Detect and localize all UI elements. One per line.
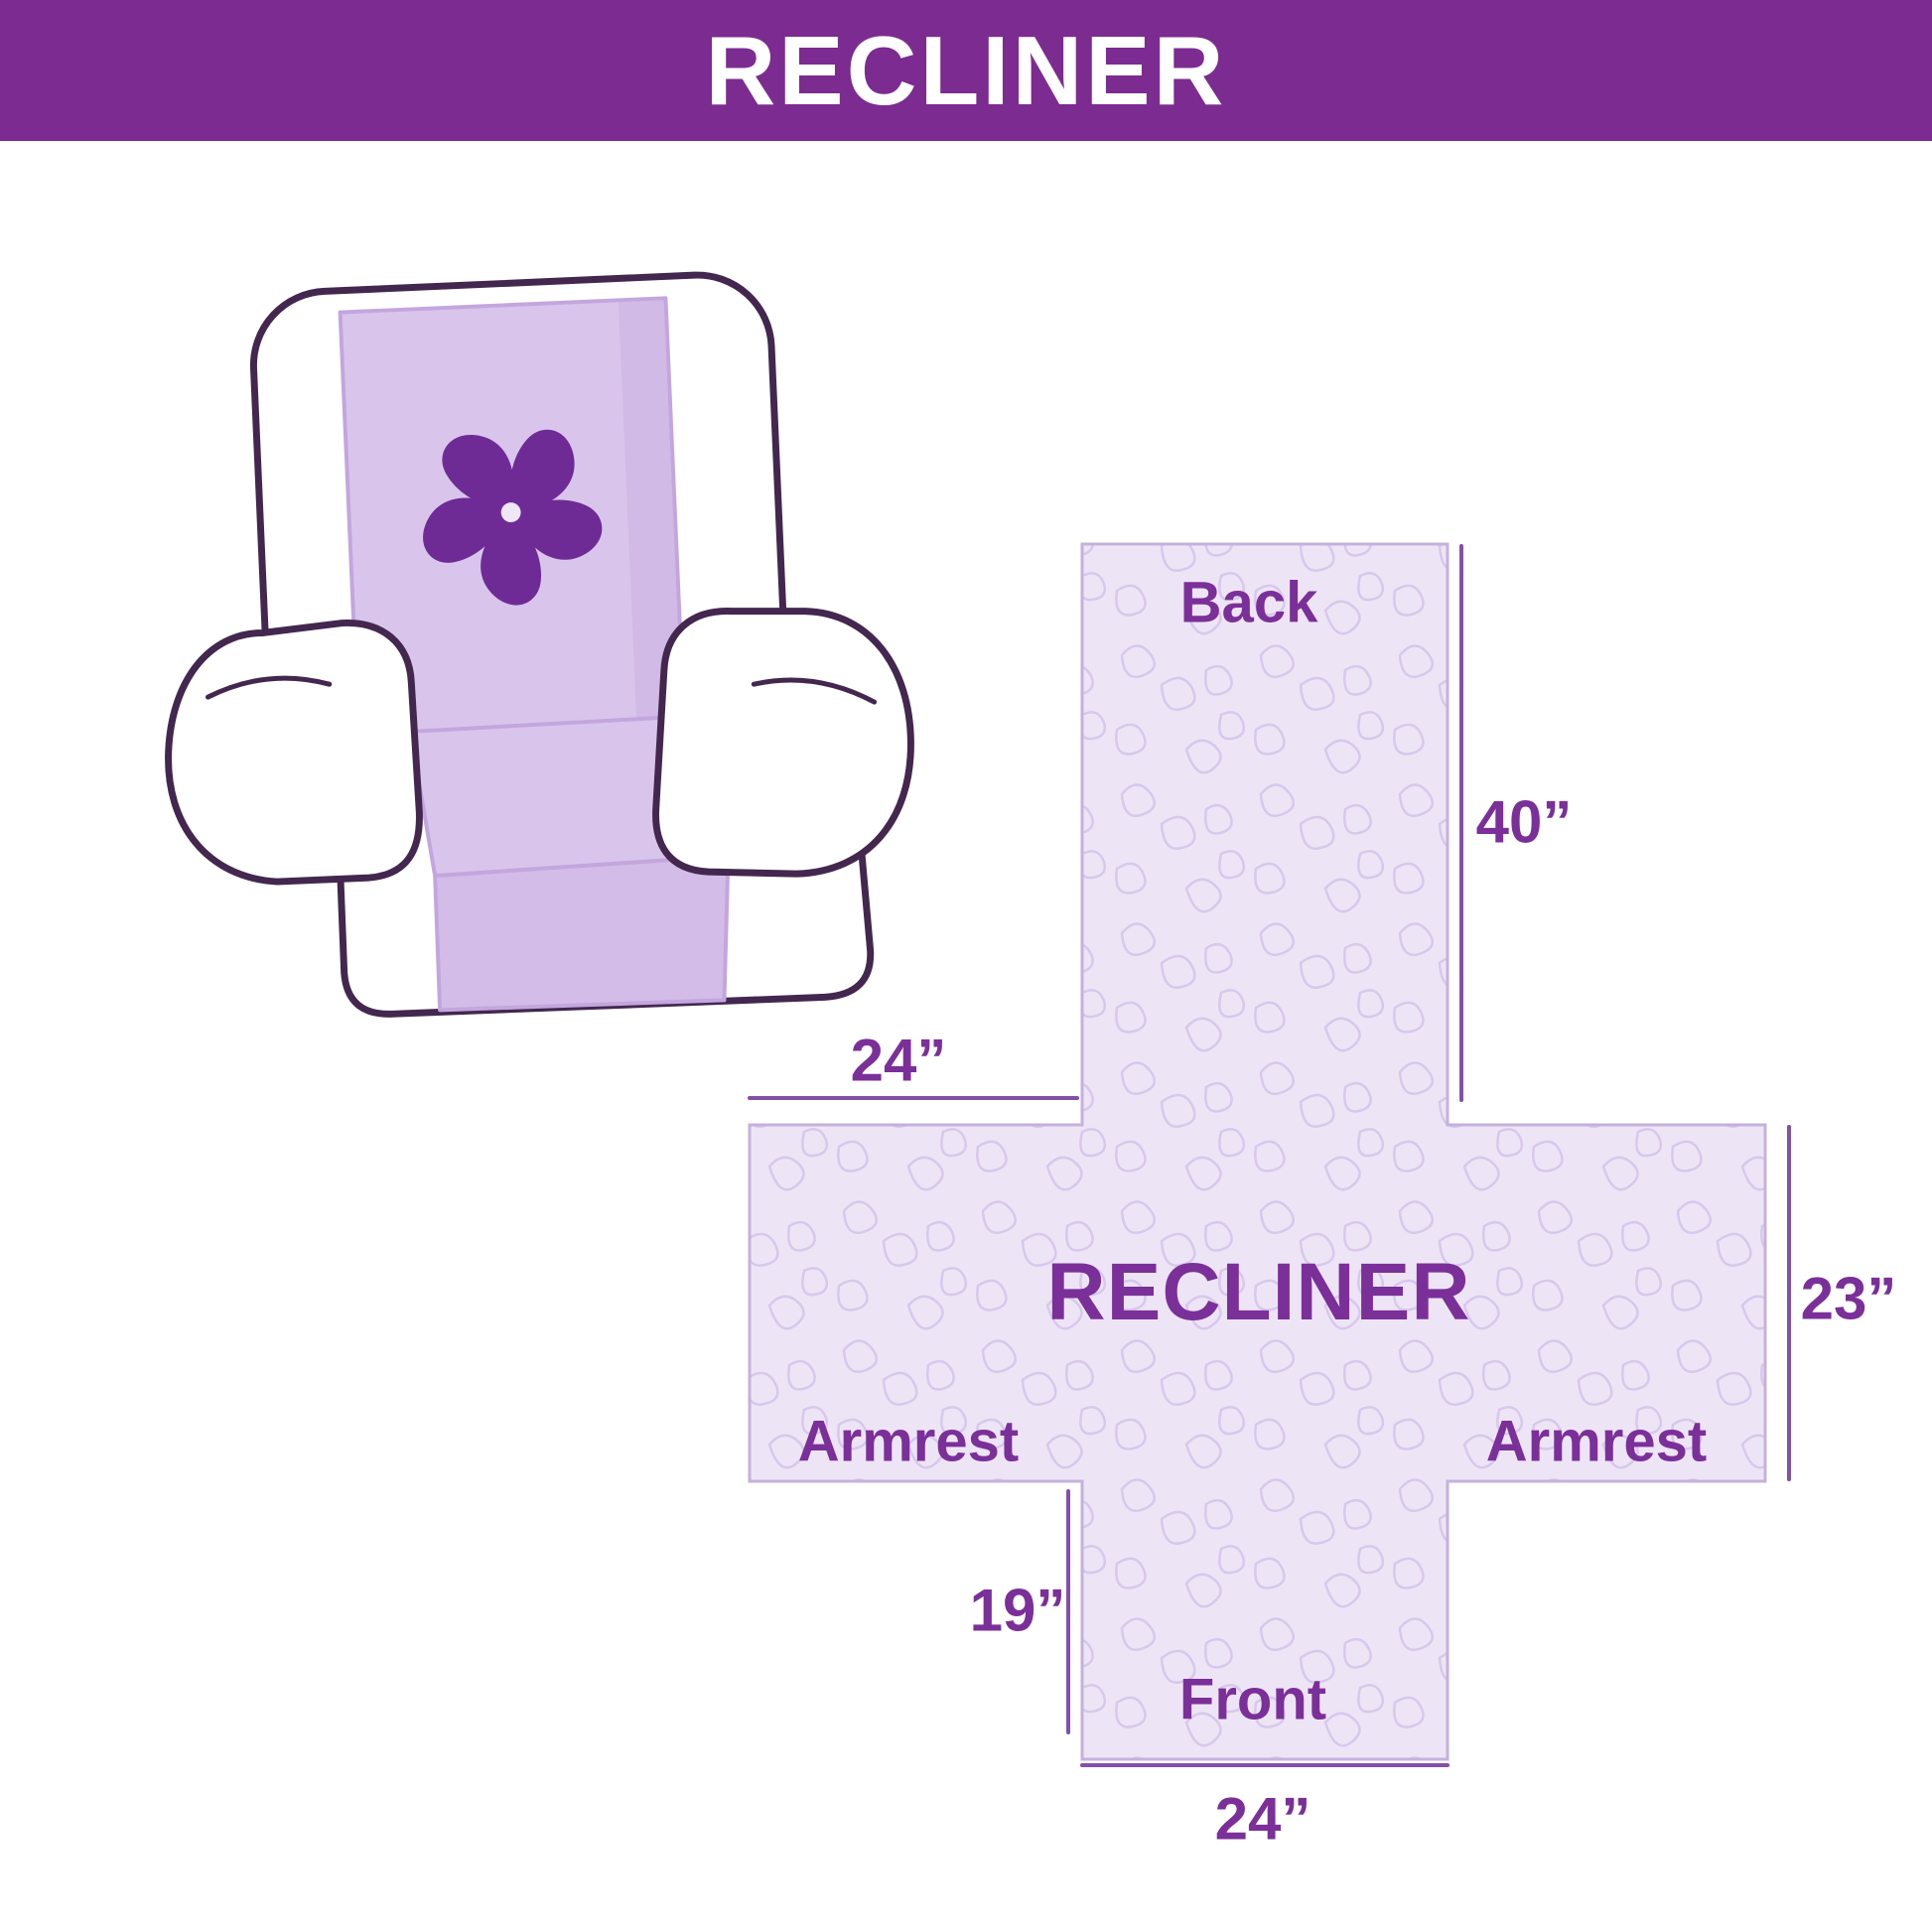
- dim-front-width: 24”: [1214, 1785, 1311, 1853]
- chair-left-arm: [165, 620, 423, 886]
- dim-front-height: 19”: [969, 1577, 1066, 1644]
- page-title: RECLINER: [705, 15, 1227, 125]
- armrest-left-label: Armrest: [797, 1409, 1020, 1474]
- recliner-chair-illustration: [165, 271, 914, 1018]
- chair-cover-skirt: [433, 854, 731, 1013]
- chair-right-arm: [652, 608, 914, 878]
- pinwheel-icon: [423, 429, 603, 606]
- back-label: Back: [1179, 570, 1318, 635]
- cover-layout-diagram: [748, 542, 1791, 1767]
- dim-armrest-depth: 23”: [1800, 1265, 1897, 1332]
- right-arm-roll-line: [751, 677, 878, 705]
- dim-back-height: 40”: [1475, 788, 1573, 856]
- dim-armrest-top: 24”: [850, 1027, 947, 1094]
- header-banner: RECLINER: [0, 0, 1932, 141]
- diagram-center-label: RECLINER: [1046, 1247, 1471, 1337]
- armrest-right-label: Armrest: [1485, 1409, 1708, 1474]
- cover-shading: [618, 300, 683, 745]
- front-label: Front: [1178, 1667, 1327, 1732]
- left-arm-roll-line: [205, 675, 333, 700]
- cover-cross-shape: [748, 542, 1767, 1761]
